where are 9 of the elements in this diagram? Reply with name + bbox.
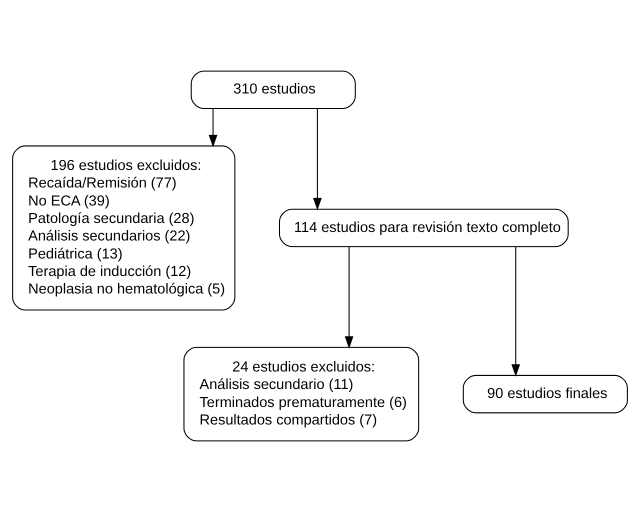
node-box: 24 estudios excluidos: Análisis secundario (11) Terminados prematuramente (6) Resultados compartidos (7)	[183, 346, 420, 442]
node-box: 310 estudios	[190, 70, 356, 110]
arrow	[344, 246, 354, 349]
node-box: 90 estudios finales	[462, 374, 628, 414]
node-box: 196 estudios excluidos: Recaída/Remisión (77) No ECA (39) Patología secundaria (28) Análisis secundarios (22) Pediátrica (13) Terapia de inducción (12) Neoplasia no hematológica (5)	[12, 145, 236, 311]
node-box: 114 estudios para revisión texto completo	[278, 208, 569, 248]
arrow	[208, 108, 218, 148]
arrow	[313, 108, 322, 210]
arrow	[511, 246, 520, 377]
